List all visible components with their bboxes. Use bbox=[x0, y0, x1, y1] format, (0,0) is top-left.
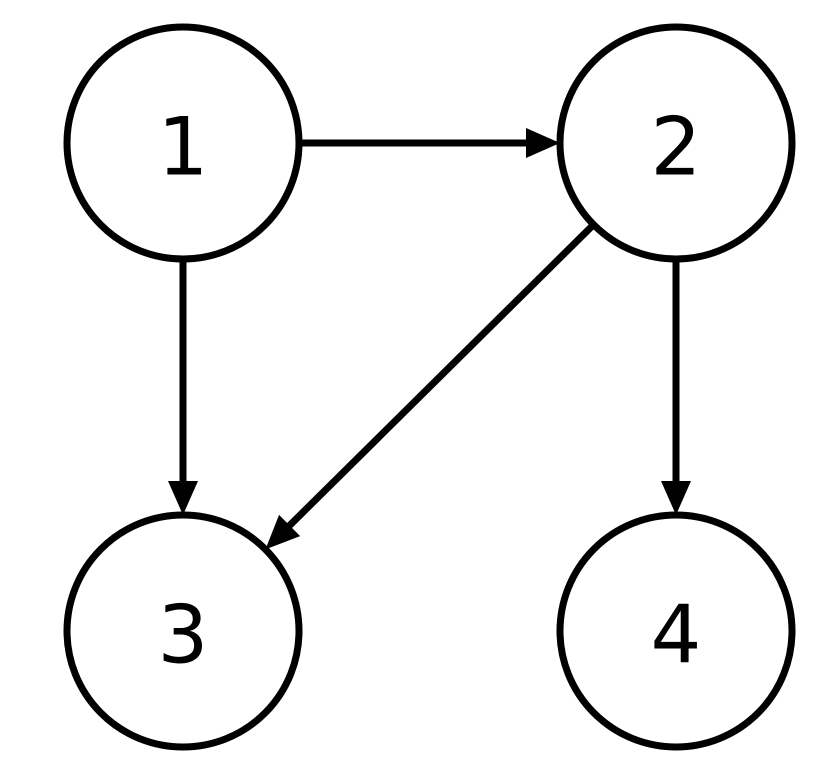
node-2: 2 bbox=[556, 23, 796, 263]
node-circle bbox=[556, 511, 796, 751]
node-1: 1 bbox=[63, 23, 303, 263]
edge-1-to-2 bbox=[299, 128, 560, 158]
node-label: 1 bbox=[158, 101, 209, 194]
node-label: 4 bbox=[651, 589, 702, 682]
edge-line bbox=[285, 222, 597, 530]
node-4: 4 bbox=[556, 511, 796, 751]
edge-2-to-4 bbox=[661, 259, 691, 515]
node-circle bbox=[63, 511, 303, 751]
node-label: 3 bbox=[158, 589, 209, 682]
arrowhead bbox=[168, 481, 198, 515]
edges-layer bbox=[168, 128, 691, 550]
arrowhead bbox=[265, 514, 301, 550]
node-circle bbox=[556, 23, 796, 263]
nodes-layer: 1 2 3 4 bbox=[63, 23, 796, 751]
node-label: 2 bbox=[651, 101, 702, 194]
arrowhead bbox=[661, 481, 691, 515]
edge-1-to-3 bbox=[168, 259, 198, 515]
node-3: 3 bbox=[63, 511, 303, 751]
edge-2-to-3 bbox=[265, 222, 597, 550]
node-circle bbox=[63, 23, 303, 263]
arrowhead bbox=[526, 128, 560, 158]
